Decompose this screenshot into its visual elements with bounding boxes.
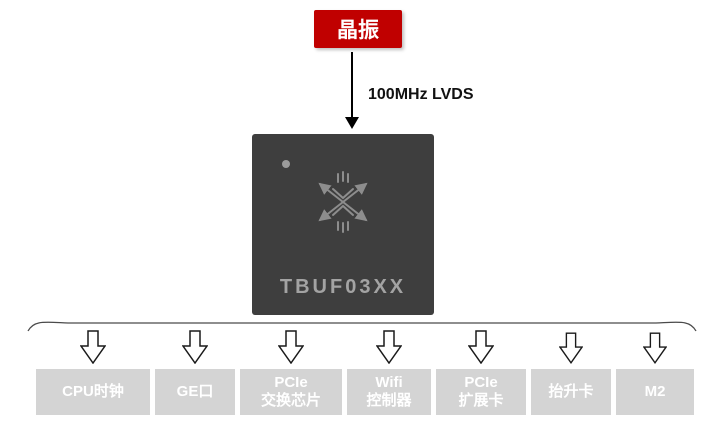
output-label: PCIe 交换芯片	[260, 374, 321, 409]
output-box: CPU时钟	[36, 369, 150, 415]
output-item: GE口	[155, 330, 235, 415]
down-arrow-icon	[182, 330, 208, 364]
outputs-row: CPU时钟 GE口 PCIe 交换芯片 Wifi 控制器	[36, 330, 696, 415]
output-item: CPU时钟	[36, 330, 150, 415]
down-arrow-icon	[643, 332, 667, 364]
oscillator-to-chip-connector	[351, 52, 353, 118]
down-arrow-icon	[468, 330, 494, 364]
output-label: GE口	[176, 383, 214, 401]
output-box: M2	[616, 369, 694, 415]
output-item: 抬升卡	[531, 332, 611, 415]
output-label: 抬升卡	[548, 383, 594, 401]
output-item: PCIe 交换芯片	[240, 330, 342, 415]
down-arrow-icon	[80, 330, 106, 364]
oscillator-label: 晶振	[337, 19, 379, 42]
output-box: Wifi 控制器	[347, 369, 431, 415]
down-arrow-icon	[278, 330, 304, 364]
connector-arrowhead-icon	[345, 117, 359, 129]
output-box: PCIe 扩展卡	[436, 369, 526, 415]
output-box: PCIe 交换芯片	[240, 369, 342, 415]
output-item: M2	[616, 332, 694, 415]
fanout-brace	[27, 321, 697, 332]
clock-buffer-chip: TBUF03XX	[252, 134, 434, 315]
down-arrow-icon	[376, 330, 402, 364]
output-box: 抬升卡	[531, 369, 611, 415]
signal-label: 100MHz LVDS	[368, 86, 474, 103]
output-label: CPU时钟	[62, 383, 124, 401]
down-arrow-icon	[559, 332, 583, 364]
output-box: GE口	[155, 369, 235, 415]
chip-name: TBUF03XX	[279, 276, 407, 298]
output-label: Wifi 控制器	[366, 374, 412, 409]
oscillator-box: 晶振	[314, 10, 402, 48]
output-item: PCIe 扩展卡	[436, 330, 526, 415]
output-label: M2	[644, 383, 666, 401]
output-label: PCIe 扩展卡	[458, 374, 504, 409]
chip-logo-icon	[318, 171, 368, 233]
output-item: Wifi 控制器	[347, 330, 431, 415]
pin1-dot-icon	[282, 160, 290, 168]
